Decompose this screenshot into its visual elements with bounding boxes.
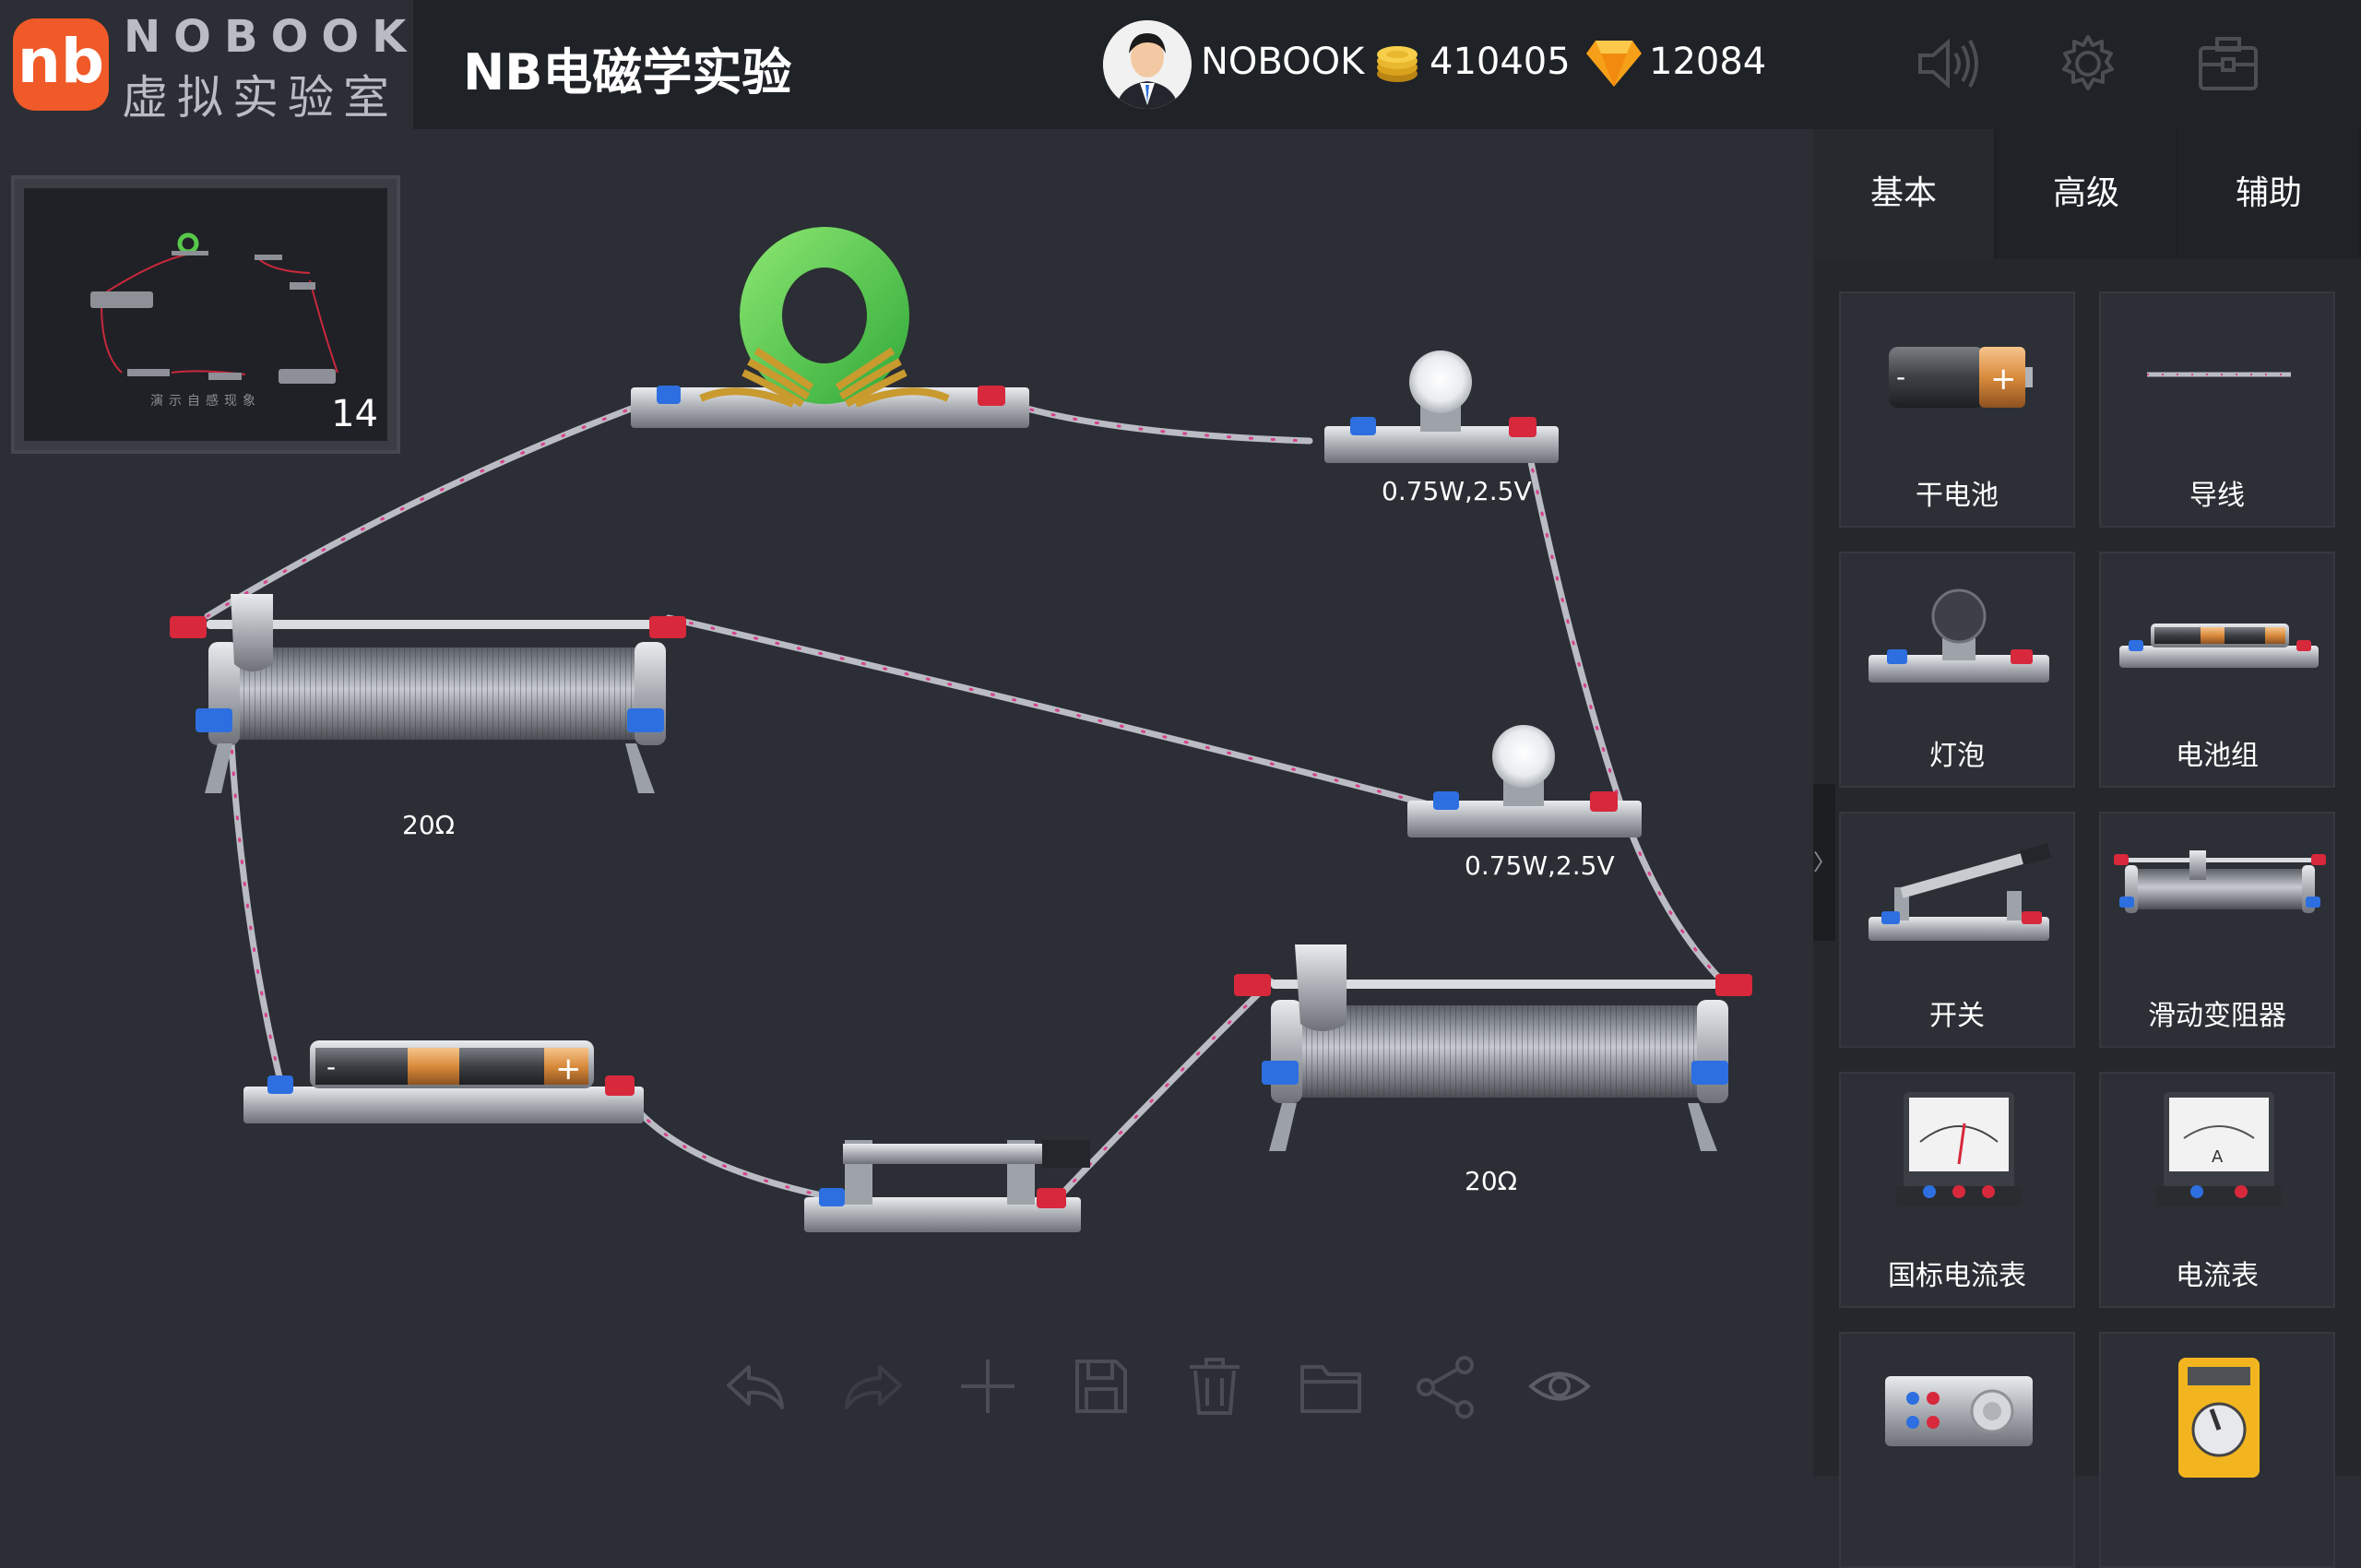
sidebar-item-dry-battery[interactable]: - + 干电池 <box>1839 291 2075 528</box>
sidebar-collapse-handle[interactable]: 〉 <box>1813 784 1835 941</box>
view-icon[interactable] <box>1527 1354 1592 1419</box>
rheostat-left-label: 20Ω <box>402 810 456 840</box>
bulb-icon <box>1869 588 2049 683</box>
svg-text:-: - <box>1896 362 1905 392</box>
share-icon[interactable] <box>1413 1354 1477 1419</box>
tab-advanced[interactable]: 高级 <box>1996 129 2177 258</box>
delete-icon[interactable] <box>1182 1354 1247 1419</box>
sidebar-item-label: 电池组 <box>2176 740 2259 772</box>
brand-subtitle: 虚拟实验室 <box>122 71 398 125</box>
avatar-icon[interactable] <box>1103 20 1192 109</box>
sidebar-item-power-supply[interactable] <box>1839 1332 2075 1568</box>
sidebar-item-switch[interactable]: 开关 <box>1839 812 2075 1048</box>
redo-icon[interactable] <box>841 1354 906 1419</box>
username[interactable]: NOBOOK <box>1201 41 1365 83</box>
sidebar-item-label: 电流表 <box>2176 1260 2259 1292</box>
thumbnail-count: 14 <box>331 393 378 435</box>
gem-icon <box>1586 41 1642 87</box>
tab-basic[interactable]: 基本 <box>1813 129 1994 258</box>
bulb-mid-component[interactable] <box>1407 725 1642 837</box>
toolbox-icon[interactable] <box>2195 33 2261 94</box>
app-title: NB电磁学实验 <box>463 43 792 101</box>
logo-area: nb NOBOOK 虚拟实验室 <box>0 0 413 129</box>
battery-pack-icon <box>2119 624 2319 668</box>
battery-minus-icon: - <box>326 1051 336 1082</box>
sidebar-item-multimeter[interactable] <box>2099 1332 2335 1568</box>
inductor-component[interactable] <box>631 227 1029 428</box>
gb-ammeter-icon <box>1896 1092 2022 1206</box>
rheostat-icon <box>2114 850 2326 913</box>
sidebar-item-label: 国标电流表 <box>1888 1260 2026 1292</box>
sidebar-item-label: 开关 <box>1929 1000 1985 1032</box>
sidebar-item-wire[interactable]: 导线 <box>2099 291 2335 528</box>
battery-plus-icon: + <box>555 1051 582 1087</box>
sidebar-item-bulb[interactable]: 灯泡 <box>1839 552 2075 788</box>
circuit-drawing: - + <box>170 227 1752 1232</box>
sound-icon[interactable] <box>1915 33 1981 94</box>
save-icon[interactable] <box>1068 1354 1133 1419</box>
thumbnail-circuit-icon <box>90 232 338 384</box>
multimeter-icon <box>2178 1358 2260 1478</box>
folder-icon[interactable] <box>1299 1354 1363 1419</box>
sidebar-item-label: 滑动变阻器 <box>2148 1000 2286 1032</box>
add-icon[interactable] <box>955 1354 1020 1419</box>
sidebar-item-label: 干电池 <box>1916 480 1999 512</box>
thumbnail-preview: 演示自感现象 <box>24 188 387 441</box>
sidebar-item-ammeter[interactable]: A 电流表 <box>2099 1072 2335 1308</box>
rheostat-right-component[interactable] <box>1234 944 1752 1151</box>
thumbnail-caption: 演示自感现象 <box>150 394 261 409</box>
svg-text:A: A <box>2212 1147 2224 1167</box>
brand-name: NOBOOK <box>124 11 420 63</box>
top-bar: nb NOBOOK 虚拟实验室 NB电磁学实验 NOBOOK 410405 <box>0 0 2361 129</box>
gem-balance: 12084 <box>1649 41 1767 83</box>
sidebar-item-battery-pack[interactable]: 电池组 <box>2099 552 2335 788</box>
svg-text:+: + <box>1990 361 2017 398</box>
experiment-thumbnail[interactable]: 演示自感现象 14 <box>11 175 400 454</box>
settings-icon[interactable] <box>2055 33 2121 94</box>
component-sidebar: 基本 高级 辅助 - + 干电池 导线 <box>1813 129 2361 1568</box>
battery-component[interactable]: - + <box>243 1040 644 1123</box>
bulb-mid-label: 0.75W,2.5V <box>1465 850 1615 881</box>
undo-icon[interactable] <box>723 1354 788 1419</box>
rheostat-left-component[interactable] <box>170 594 686 793</box>
bulb-top-component[interactable] <box>1324 350 1559 463</box>
coin-balance: 410405 <box>1430 41 1571 83</box>
sidebar-item-gb-ammeter[interactable]: 国标电流表 <box>1839 1072 2075 1308</box>
brand-logo-icon: nb <box>13 18 109 111</box>
ammeter-icon: A <box>2156 1092 2282 1206</box>
sidebar-item-label: 灯泡 <box>1929 740 1985 772</box>
wire-icon <box>2147 372 2291 377</box>
sidebar-item-rheostat[interactable]: 滑动变阻器 <box>2099 812 2335 1048</box>
power-supply-icon <box>1885 1376 2033 1446</box>
dry-battery-icon: - + <box>1889 347 2033 408</box>
coin-icon <box>1377 46 1418 82</box>
switch-icon <box>1869 843 2052 941</box>
bulb-top-label: 0.75W,2.5V <box>1382 476 1532 506</box>
sidebar-item-label: 导线 <box>2189 480 2245 512</box>
tab-auxiliary[interactable]: 辅助 <box>2178 129 2359 258</box>
sidebar-tabs: 基本 高级 辅助 <box>1813 129 2361 258</box>
rheostat-right-label: 20Ω <box>1465 1166 1518 1196</box>
switch-component[interactable] <box>804 1140 1090 1232</box>
